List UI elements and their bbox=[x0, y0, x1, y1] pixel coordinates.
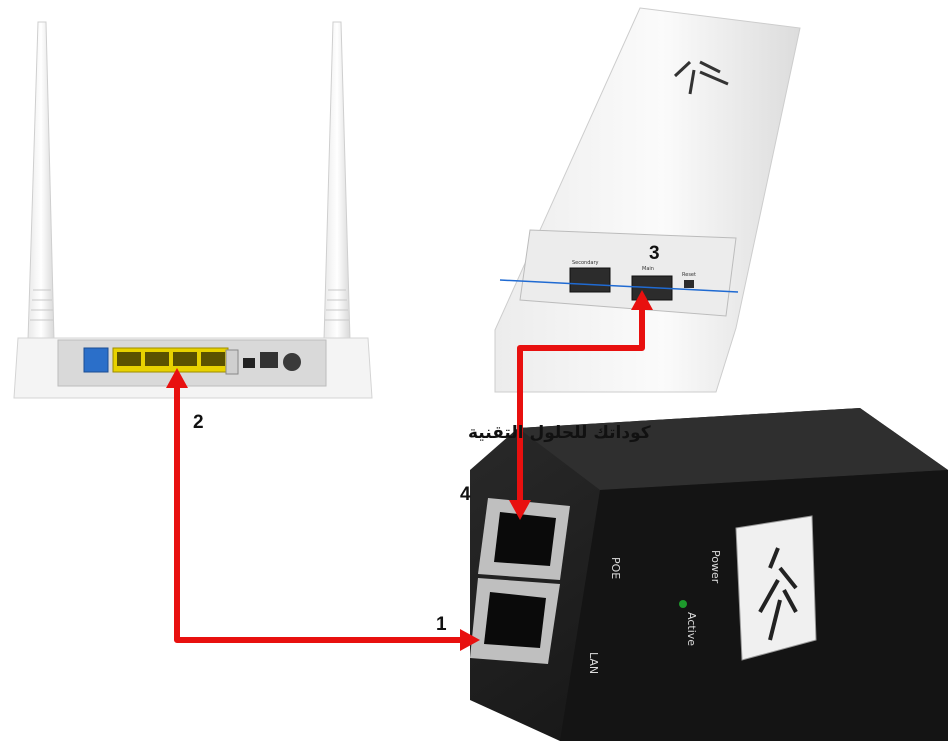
router bbox=[14, 22, 372, 398]
lan-port bbox=[470, 578, 560, 664]
antenna-secondary-label: Secondary bbox=[572, 260, 599, 266]
router-usb-port bbox=[226, 350, 238, 374]
step-label-1: 1 bbox=[436, 614, 447, 635]
power-led-label: Power bbox=[709, 550, 722, 584]
watermark-text: كوداتك للحلول التقنية bbox=[468, 423, 651, 443]
router-power-jack bbox=[260, 352, 278, 368]
poe-port-label: POE bbox=[609, 557, 622, 579]
antenna-reset-label: Reset bbox=[682, 272, 696, 278]
poe-injector: POE LAN Power Active bbox=[470, 408, 948, 741]
outdoor-antenna: Secondary Main Reset bbox=[495, 8, 800, 392]
status-led bbox=[679, 600, 687, 608]
step-label-4: 4 bbox=[460, 484, 471, 505]
router-reset-button bbox=[243, 358, 255, 368]
lan-port-label: LAN bbox=[587, 652, 600, 674]
router-antenna-right bbox=[324, 22, 350, 340]
router-power-button bbox=[283, 353, 301, 371]
active-led-label: Active bbox=[685, 612, 698, 646]
router-antenna-left bbox=[28, 22, 54, 340]
step-label-3: 3 bbox=[649, 243, 660, 264]
cable-router-to-lan bbox=[177, 380, 466, 640]
router-wan-port bbox=[84, 348, 108, 372]
antenna-main-label: Main bbox=[642, 266, 654, 272]
ubiquiti-logo-icon bbox=[736, 516, 816, 660]
antenna-secondary-port bbox=[570, 268, 610, 292]
antenna-reset-button bbox=[684, 280, 694, 288]
step-label-2: 2 bbox=[193, 412, 204, 433]
router-lan-ports bbox=[113, 348, 228, 372]
